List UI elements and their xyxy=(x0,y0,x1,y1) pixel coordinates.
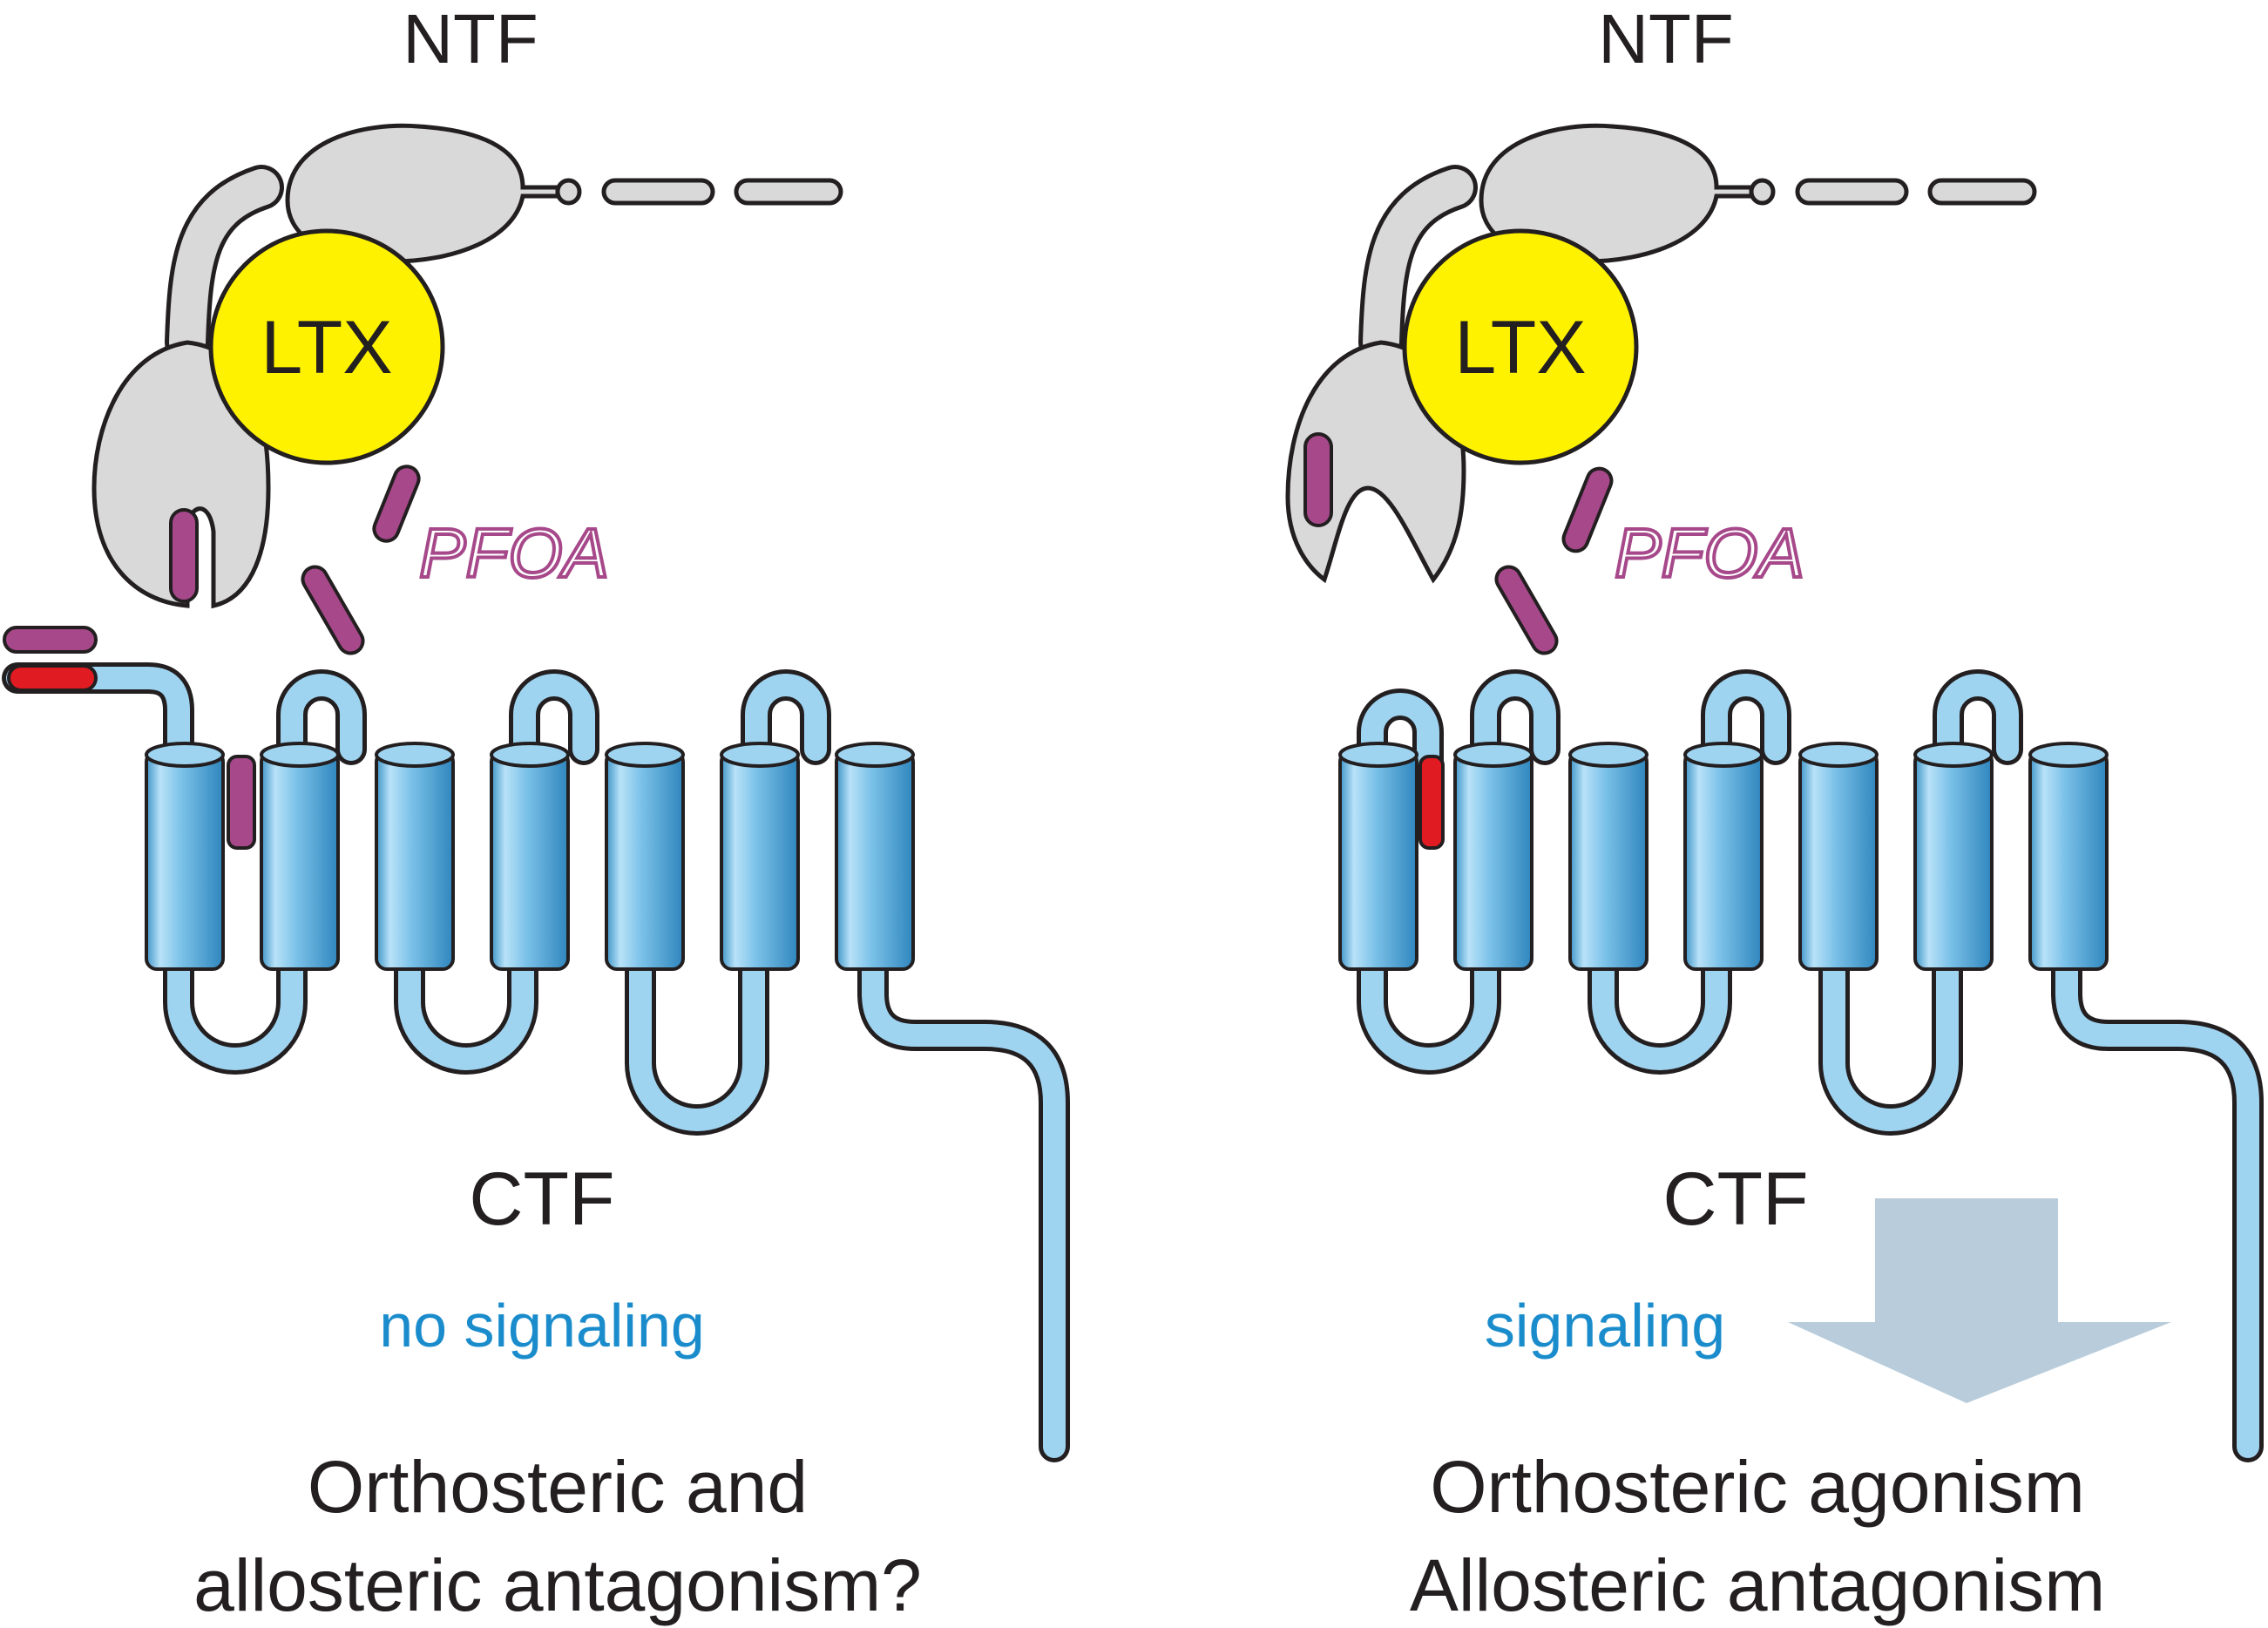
ltx-label: LTX xyxy=(1454,306,1586,390)
signaling-status: no signaling xyxy=(379,1292,705,1360)
conclusion-line-2: allosteric antagonism? xyxy=(193,1544,922,1626)
helix-7 xyxy=(835,742,915,971)
panel-right: NTF LTX PFOA xyxy=(1285,0,2264,1626)
pfoa-bound-pocket xyxy=(169,508,199,603)
conclusion-line-2: Allosteric antagonism xyxy=(1410,1544,2105,1626)
pfoa-molecules xyxy=(1494,466,1614,655)
helix-3 xyxy=(375,742,455,971)
signaling-arrow xyxy=(1788,1198,2171,1403)
pfoa-label: PFOA xyxy=(1615,514,1804,592)
pfoa-label: PFOA xyxy=(419,514,609,592)
ntf-fragment xyxy=(91,123,843,609)
ntf-fragment xyxy=(1285,123,2037,584)
helix-4 xyxy=(1683,742,1764,971)
helix-4 xyxy=(490,742,570,971)
transmembrane-helices xyxy=(1338,742,2109,971)
helix-5 xyxy=(1798,742,1879,971)
helix-6 xyxy=(720,742,800,971)
pfoa-bound-pocket xyxy=(1303,432,1333,527)
ctf-loops xyxy=(2,662,1070,1462)
tethered-agonist xyxy=(7,664,98,692)
panel-left: NTF LTX PFOA xyxy=(2,0,1070,1626)
ntf-label: NTF xyxy=(1598,0,1734,78)
conclusion-line-1: Orthosteric and xyxy=(308,1446,808,1528)
helix-2 xyxy=(260,742,340,971)
helix-5 xyxy=(605,742,685,971)
helix-7 xyxy=(2028,742,2109,971)
pfoa-molecules xyxy=(3,465,421,655)
ctf-label: CTF xyxy=(1662,1157,1808,1241)
pfoa-allosteric-site xyxy=(227,755,256,850)
ntf-label: NTF xyxy=(403,0,538,78)
transmembrane-helices xyxy=(145,742,915,971)
signaling-status: signaling xyxy=(1485,1292,1725,1360)
helix-1 xyxy=(145,742,225,971)
helix-1 xyxy=(1338,742,1418,971)
conclusion-line-1: Orthosteric agonism xyxy=(1430,1446,2085,1528)
helix-2 xyxy=(1453,742,1533,971)
helix-6 xyxy=(1913,742,1994,971)
ltx-toxin xyxy=(1402,228,1639,465)
ltx-toxin xyxy=(208,228,445,465)
ctf-loops xyxy=(1357,669,2264,1462)
ltx-label: LTX xyxy=(261,306,392,390)
helix-3 xyxy=(1568,742,1649,971)
tethered-agonist xyxy=(1418,755,1445,850)
ctf-label: CTF xyxy=(469,1157,614,1241)
